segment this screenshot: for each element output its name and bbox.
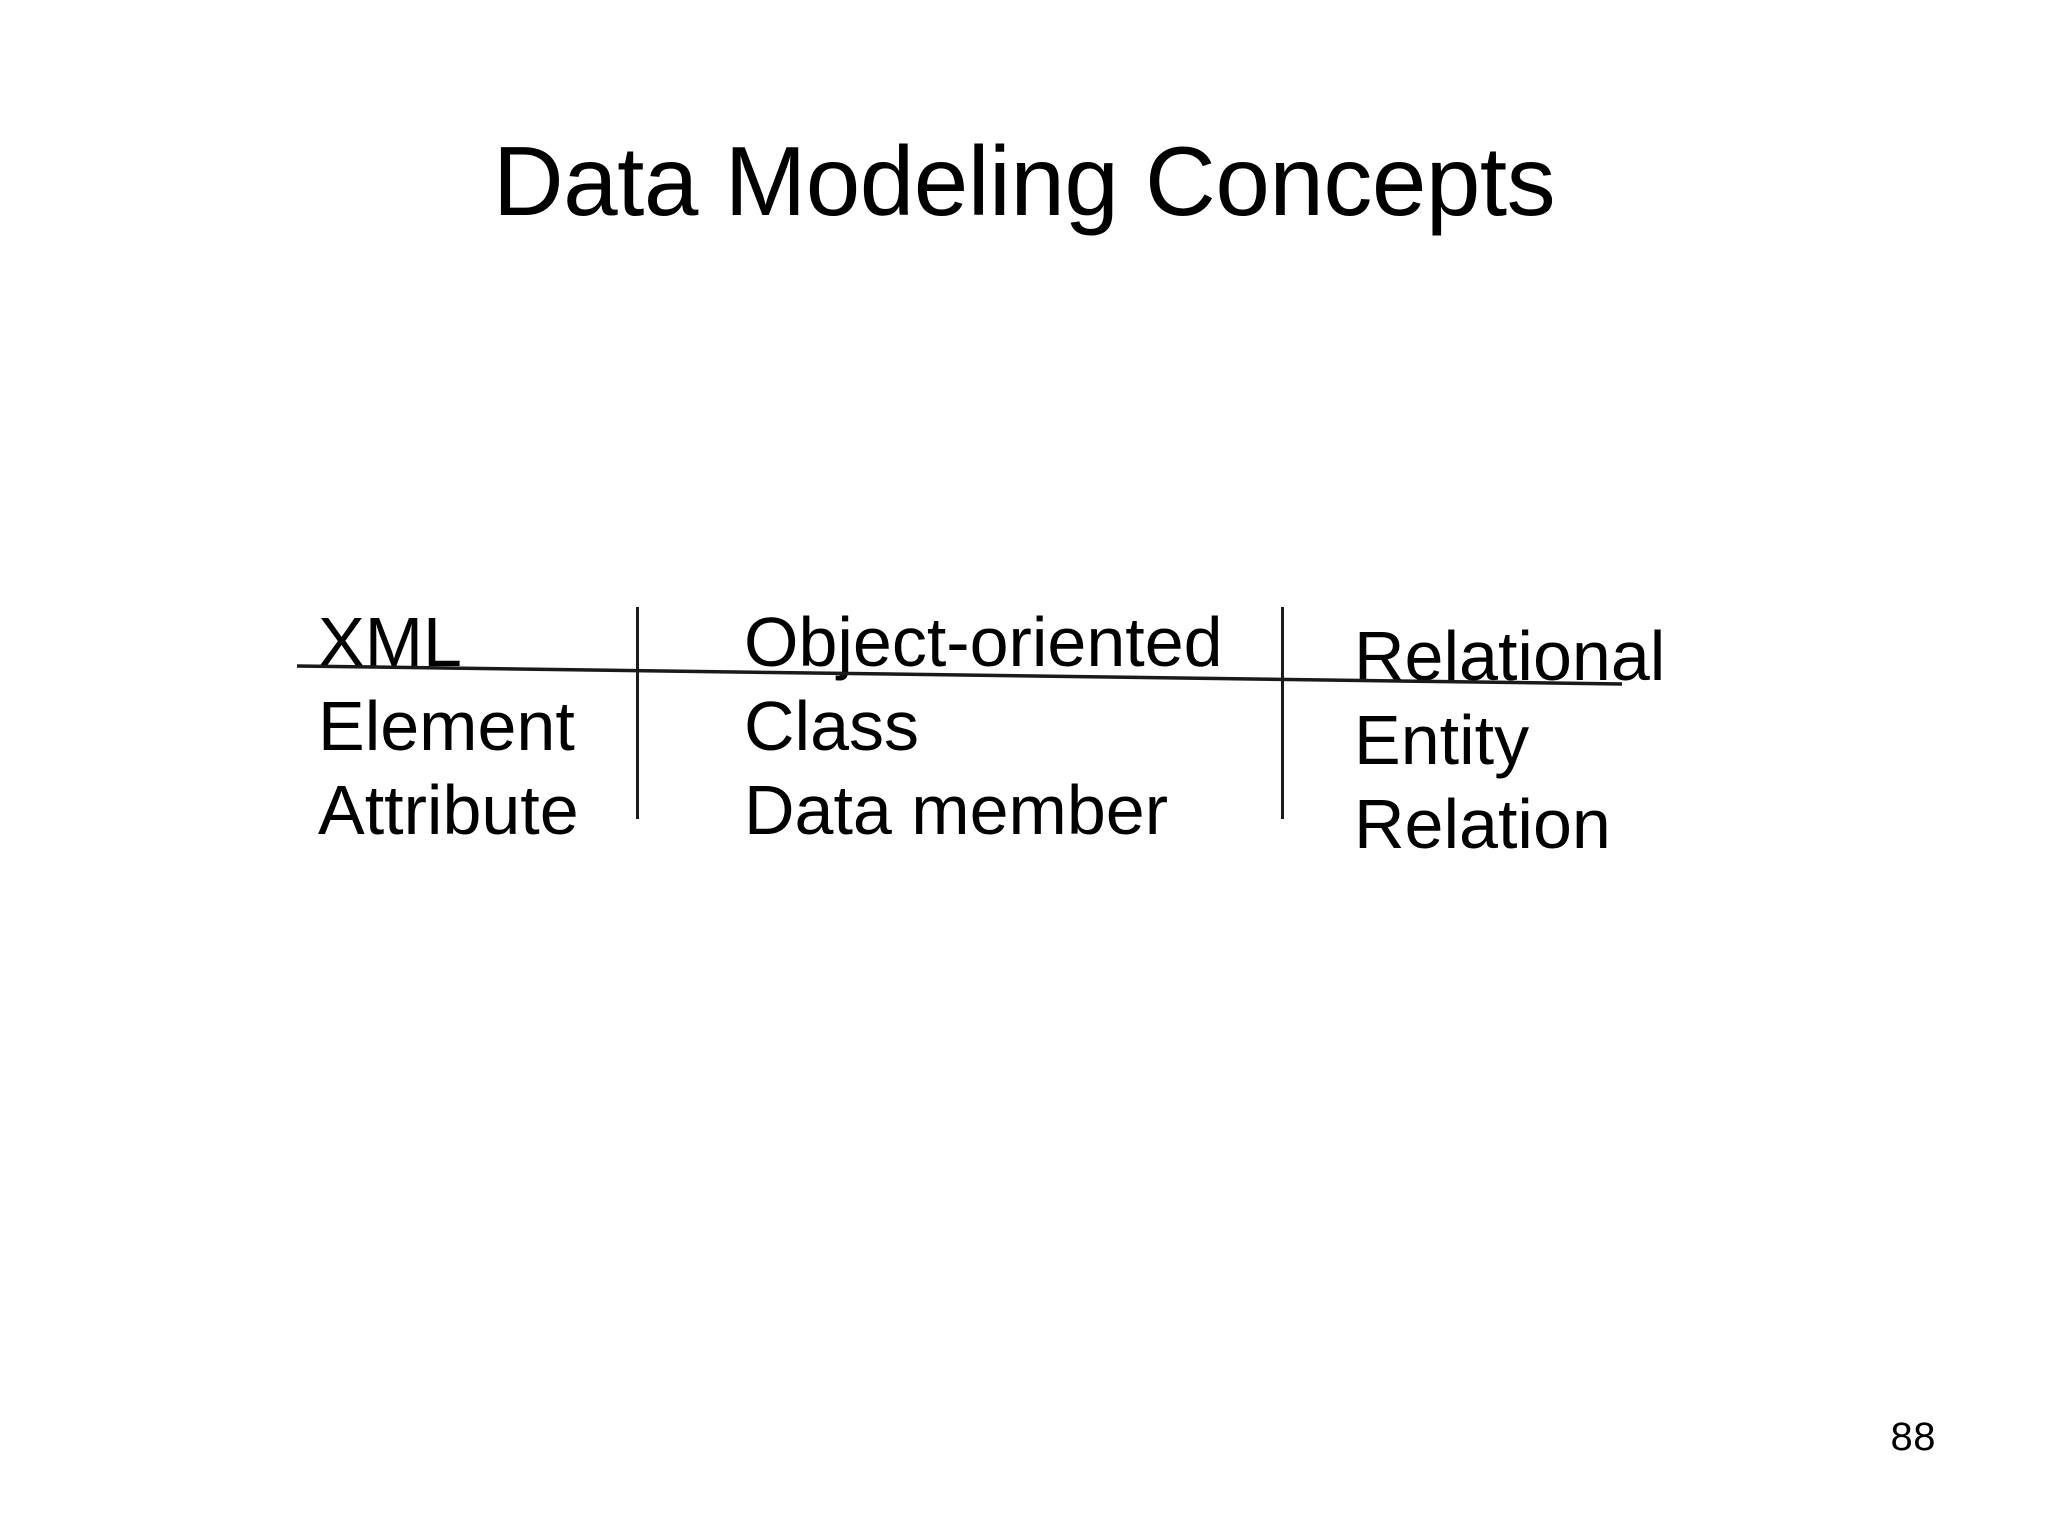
table-cell-oo-class: Class: [744, 687, 920, 765]
table-cell-relational-relation: Relation: [1354, 785, 1611, 863]
table-column-object-oriented: Object-oriented Class Data member: [744, 600, 1223, 852]
column-divider-2: [1281, 607, 1284, 819]
column-header-object-oriented: Object-oriented: [744, 603, 1223, 681]
table-cell-xml-element: Element: [318, 687, 575, 765]
table-column-relational: Relational Entity Relation: [1354, 614, 1665, 866]
page-title: Data Modeling Concepts: [492, 126, 1556, 236]
page-number: 88: [1890, 1415, 1936, 1459]
column-divider-1: [636, 607, 639, 819]
header-divider-rule: [296, 664, 1623, 686]
header-divider-line: [296, 664, 1623, 686]
table-cell-relational-entity: Entity: [1354, 701, 1530, 779]
table-cell-xml-attribute: Attribute: [318, 771, 579, 849]
table-column-xml: XML Element Attribute: [318, 600, 579, 852]
table-cell-oo-data-member: Data member: [744, 771, 1169, 849]
